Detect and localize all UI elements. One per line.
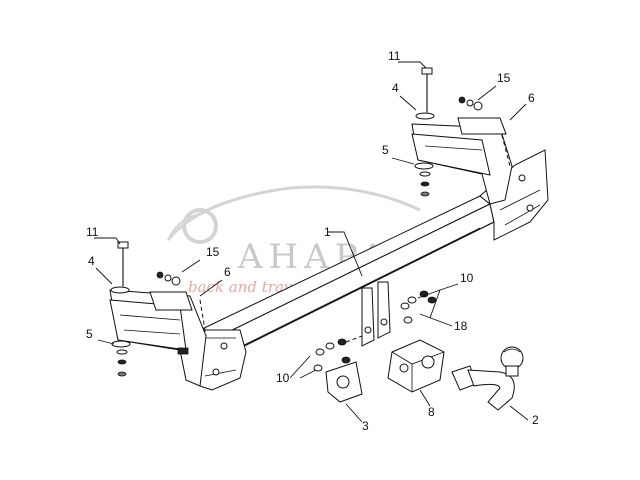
- right-fasteners: [414, 67, 483, 197]
- callout-10-right: 10: [460, 271, 474, 285]
- left-side-rail: [109, 289, 207, 387]
- socket-plate: [325, 361, 363, 403]
- callout-15-lower: 15: [206, 245, 220, 259]
- callout-18: 18: [454, 319, 468, 333]
- right-side-rail: [411, 117, 513, 205]
- callout-5-lower: 5: [86, 327, 93, 341]
- left-fasteners: [110, 241, 181, 377]
- callout-4-lower: 4: [88, 254, 95, 268]
- watermark: AHAPA back and travel: [166, 185, 421, 296]
- callout-1: 1: [324, 225, 331, 239]
- callout-11-lower: 11: [86, 225, 99, 239]
- watermark-tagline: back and travel: [188, 278, 306, 296]
- callout-6-lower: 6: [224, 265, 231, 279]
- callout-15-upper: 15: [497, 71, 511, 85]
- callout-5-upper: 5: [382, 143, 389, 157]
- tow-ball: [451, 346, 524, 411]
- callout-2: 2: [532, 413, 539, 427]
- crossbar: [199, 149, 549, 391]
- leader-lines: [94, 61, 529, 423]
- callout-3: 3: [362, 419, 369, 433]
- callout-11-upper: 11: [388, 49, 401, 63]
- callout-8: 8: [428, 405, 435, 419]
- electrical-socket: [387, 339, 445, 393]
- callout-labels: 11 4 15 6 5 1 11 15 4 6 10 5 18 10 2 8 3: [86, 49, 539, 433]
- callout-6-upper: 6: [528, 91, 535, 105]
- callout-10-left: 10: [276, 371, 290, 385]
- callout-4-upper: 4: [392, 81, 399, 95]
- center-bracket: [313, 281, 437, 372]
